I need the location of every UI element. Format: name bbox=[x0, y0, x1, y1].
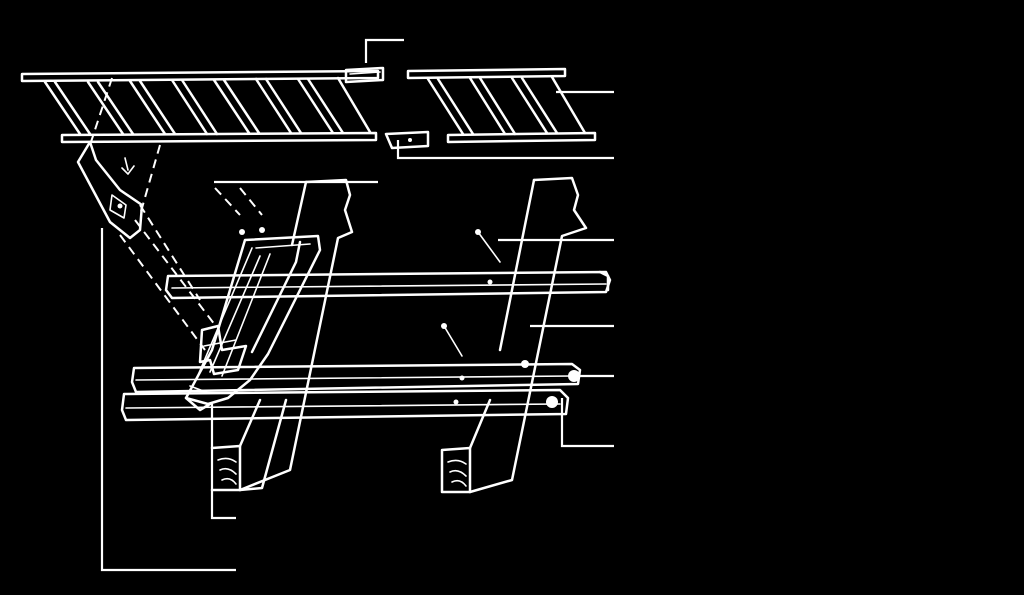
cable-ladder-left bbox=[20, 69, 380, 144]
leader-lines bbox=[100, 38, 614, 572]
batten-top bbox=[164, 270, 612, 300]
hanger-bracket bbox=[76, 140, 144, 240]
joist-left bbox=[210, 178, 354, 492]
batten-middle bbox=[130, 362, 582, 394]
cable-ladder-right bbox=[406, 67, 597, 144]
installation-guides bbox=[89, 77, 263, 351]
mounting-channel bbox=[184, 234, 322, 412]
splice-connector-bottom bbox=[384, 130, 430, 150]
fixing-screws bbox=[239, 227, 529, 405]
joist-right bbox=[440, 176, 588, 494]
splice-connector-top bbox=[344, 66, 385, 84]
